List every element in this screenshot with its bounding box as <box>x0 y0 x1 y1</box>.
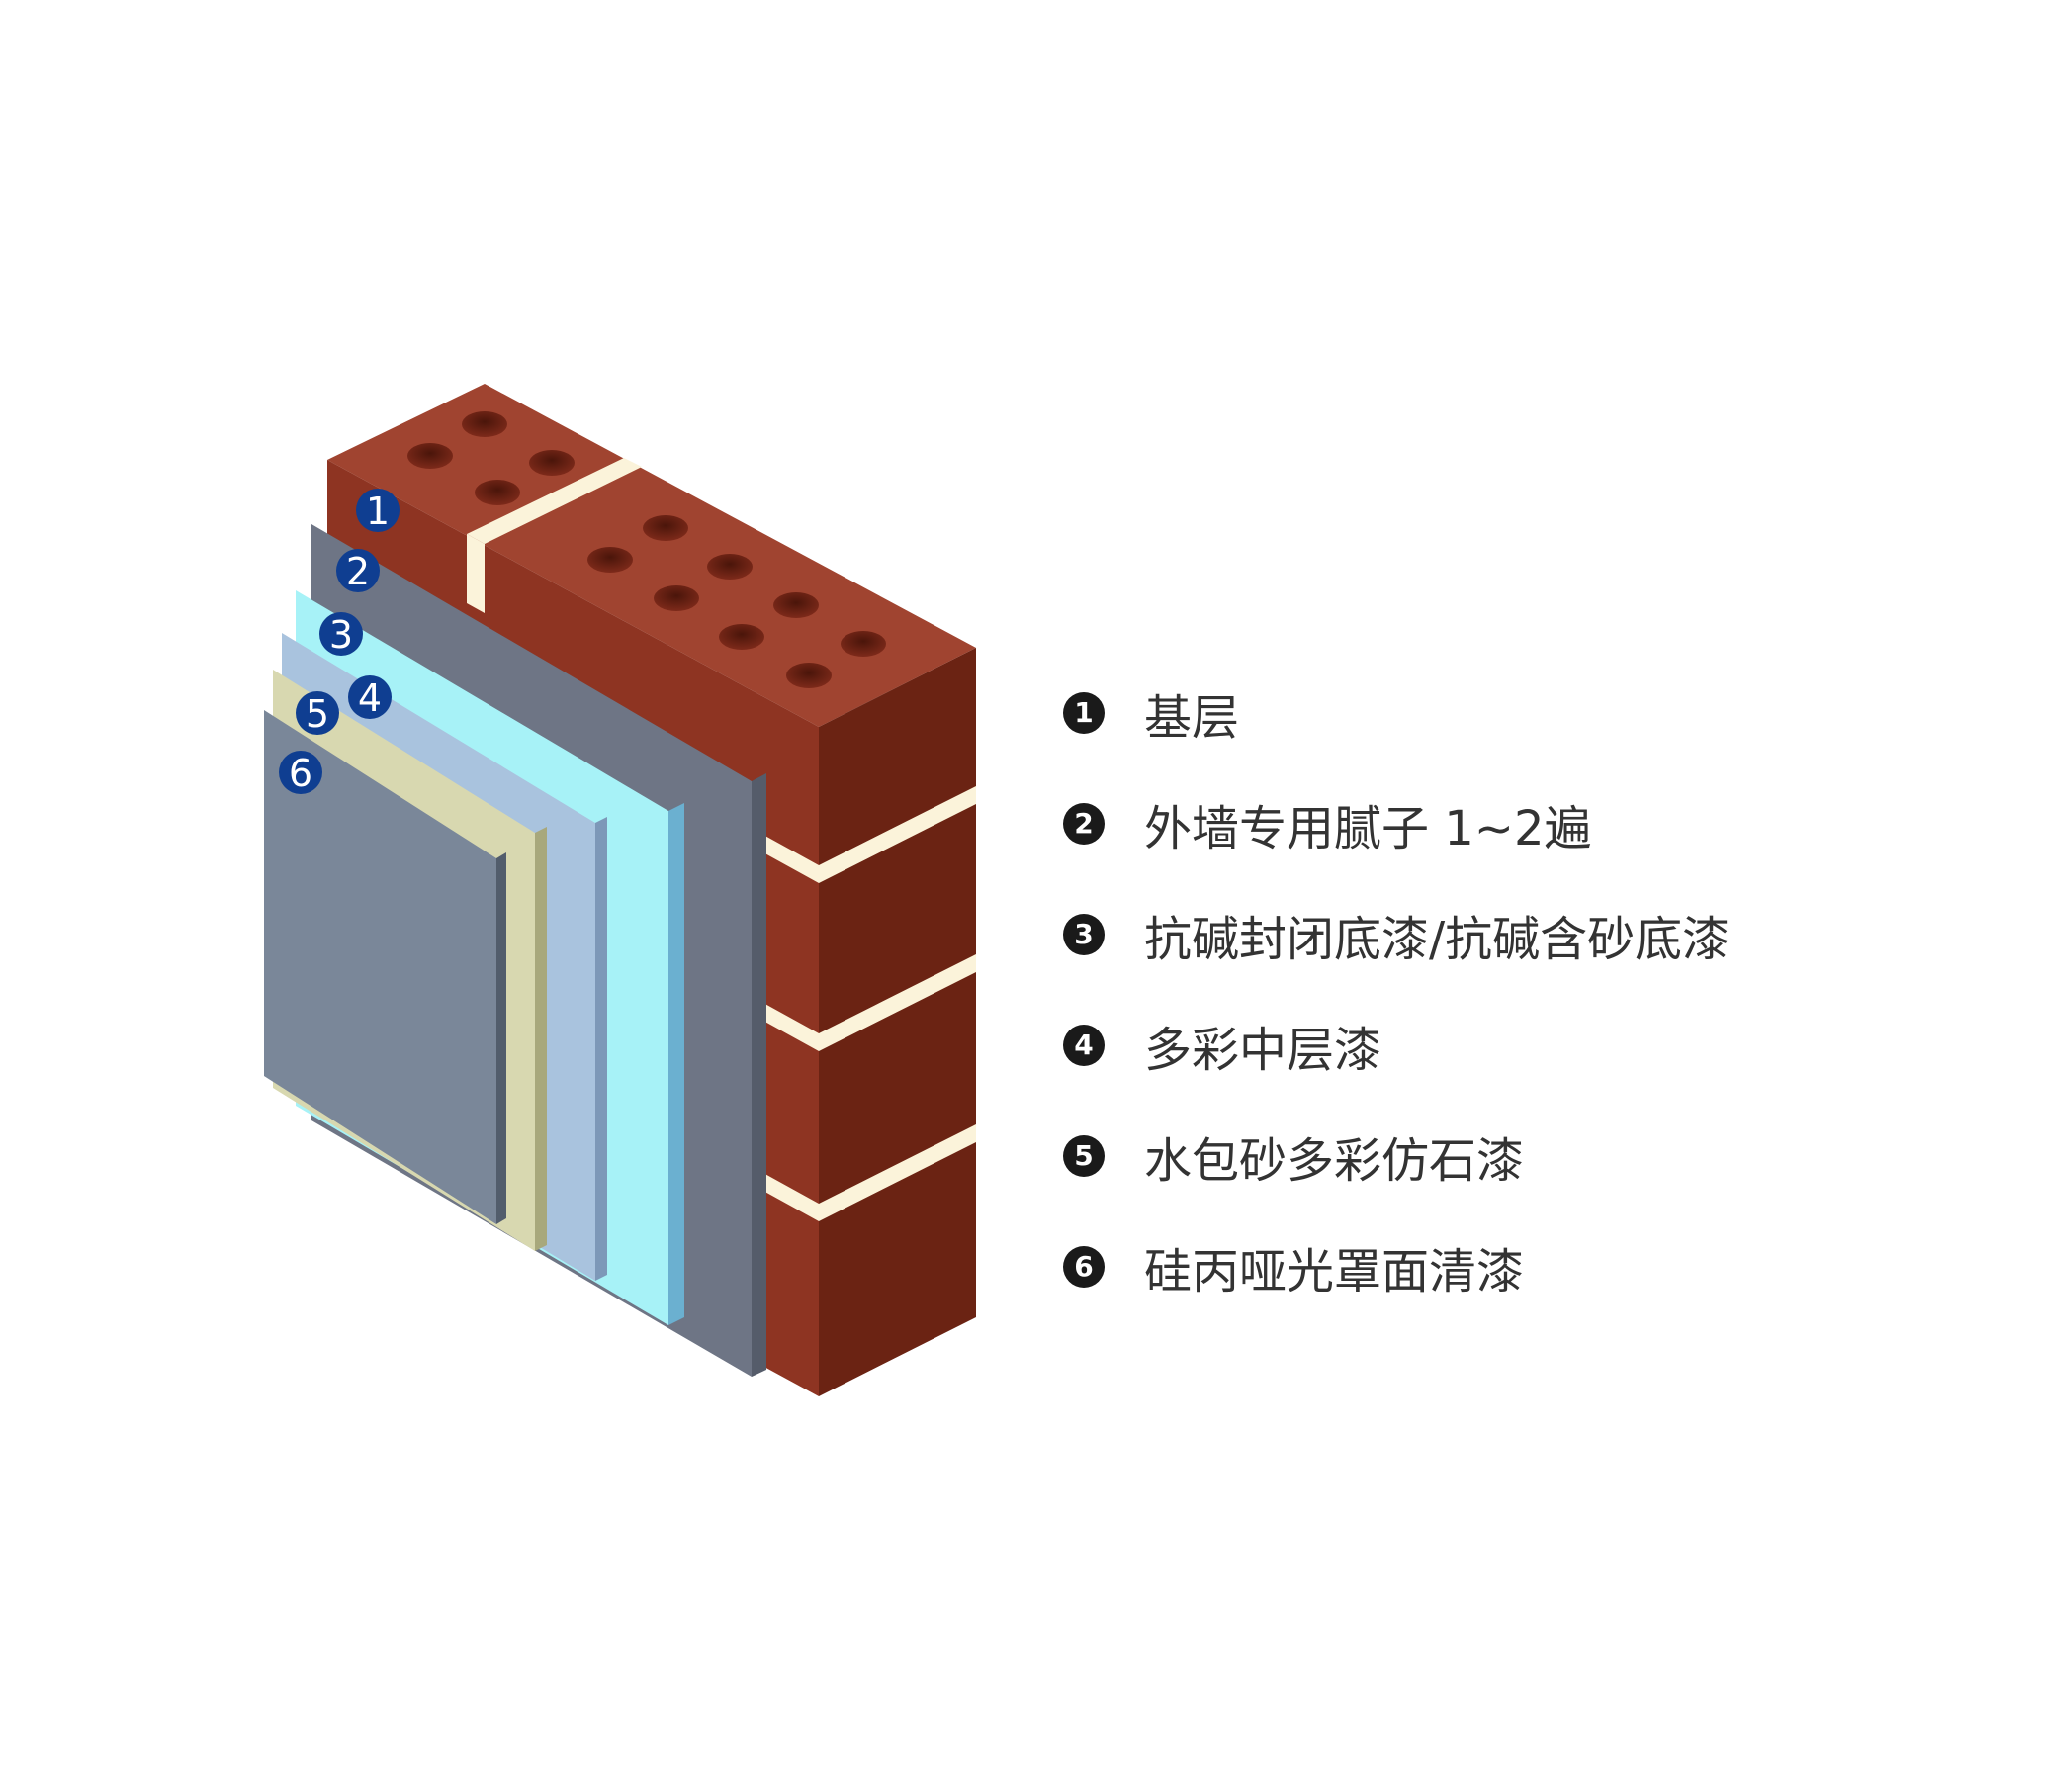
brick-holes <box>407 411 886 688</box>
legend-bullet-icon: 6 <box>1063 1246 1105 1288</box>
brick-hole <box>462 411 507 437</box>
legend-item-2: 2 外墙专用腻子 1~2遍 <box>1063 768 1730 879</box>
brick-hole <box>841 631 886 657</box>
legend-bullet-icon: 4 <box>1063 1025 1105 1066</box>
marker-number: 5 <box>306 692 329 736</box>
brick-hole <box>773 592 819 618</box>
marker-number: 1 <box>366 490 390 533</box>
brick-right-face <box>819 648 976 1396</box>
marker-number: 6 <box>289 752 312 795</box>
legend-bullet-icon: 3 <box>1063 914 1105 955</box>
number-circle-icon <box>319 612 363 656</box>
brick-front-mortar-vertical <box>467 534 485 613</box>
brick-hole <box>529 450 575 476</box>
legend-label: 硅丙哑光罩面清漆 <box>1144 1244 1525 1299</box>
legend-item-5: 5 水包砂多彩仿石漆 <box>1063 1101 1730 1211</box>
legend-label: 抗碱封闭底漆/抗碱含砂底漆 <box>1144 912 1731 967</box>
legend-label: 外墙专用腻子 1~2遍 <box>1144 801 1592 856</box>
legend-bullet-icon: 2 <box>1063 803 1105 845</box>
brick-hole <box>707 554 753 580</box>
layer-marker-3: 3 <box>319 612 363 657</box>
legend-item-1: 1 基层 <box>1063 658 1730 768</box>
brick-front-mortar <box>761 834 819 883</box>
legend-bullet-icon: 5 <box>1063 1135 1105 1177</box>
layer-marker-6: 6 <box>279 751 322 795</box>
brick-hole <box>654 585 699 611</box>
brick-side-mortar <box>819 1124 976 1221</box>
brick-top-face <box>327 384 976 727</box>
layer-marker-2: 2 <box>336 549 380 593</box>
legend-label: 基层 <box>1144 690 1240 746</box>
legend-item-4: 4 多彩中层漆 <box>1063 990 1730 1101</box>
brick-hole <box>475 480 520 505</box>
legend-item-6: 6 硅丙哑光罩面清漆 <box>1063 1211 1730 1322</box>
brick-hole <box>587 547 633 573</box>
brick-front-mortar <box>761 1002 819 1051</box>
brick-front-mortar <box>761 1172 819 1221</box>
layer-marker-5: 5 <box>296 691 339 736</box>
brick-side-mortar <box>819 954 976 1051</box>
brick-hole <box>407 443 453 469</box>
layer-6-face <box>264 710 496 1224</box>
layer-4-edge <box>595 817 607 1281</box>
brick-side-mortar <box>819 786 976 883</box>
layer-markers: 1 2 3 4 5 6 <box>279 489 400 795</box>
legend-bullet-icon: 1 <box>1063 692 1105 734</box>
marker-number: 4 <box>358 676 382 720</box>
number-circle-icon <box>279 751 322 794</box>
layer-marker-4: 4 <box>348 675 392 720</box>
layer-5-edge <box>535 827 547 1251</box>
brick-hole <box>786 663 832 688</box>
layer-marker-1: 1 <box>356 489 400 533</box>
number-circle-icon <box>296 691 339 735</box>
layer-legend: 1 基层 2 外墙专用腻子 1~2遍 3 抗碱封闭底漆/抗碱含砂底漆 4 多彩中… <box>1063 658 1730 1322</box>
legend-item-3: 3 抗碱封闭底漆/抗碱含砂底漆 <box>1063 879 1730 990</box>
legend-label: 多彩中层漆 <box>1144 1023 1382 1078</box>
marker-number: 3 <box>329 613 353 657</box>
marker-number: 2 <box>346 550 370 593</box>
brick-hole <box>719 624 764 650</box>
legend-label: 水包砂多彩仿石漆 <box>1144 1133 1525 1189</box>
brick-hole <box>643 515 688 541</box>
number-circle-icon <box>336 549 380 592</box>
layer-2-edge <box>752 773 766 1377</box>
brick-top-mortar <box>467 458 642 544</box>
number-circle-icon <box>356 489 400 532</box>
layer-6-topcoat <box>264 710 506 1224</box>
number-circle-icon <box>348 675 392 719</box>
layer-6-edge <box>496 852 506 1224</box>
layer-3-edge <box>668 803 684 1325</box>
